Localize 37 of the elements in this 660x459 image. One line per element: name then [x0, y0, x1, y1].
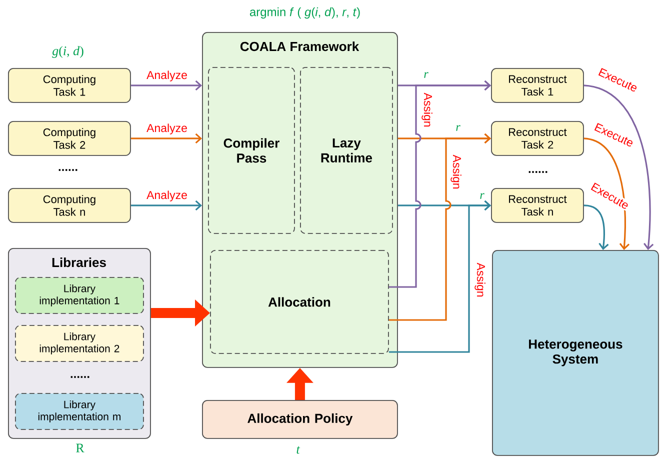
- library-box: Library implementation m: [15, 393, 144, 430]
- edge-label: r: [422, 71, 430, 79]
- edge-label: Analyze: [146, 190, 188, 202]
- edge-label: r: [454, 124, 462, 132]
- arrow: [584, 204, 609, 250]
- task-box: Computing Task 1: [8, 68, 131, 103]
- edge-label: Analyze: [146, 70, 188, 82]
- module-box: Compiler Pass: [208, 67, 295, 234]
- edge-label: Assign: [474, 262, 486, 298]
- edge-label: Assign: [450, 154, 462, 190]
- module-box: Allocation: [210, 250, 389, 354]
- ellipsis: ......: [58, 169, 78, 171]
- task-box: Computing Task 2: [8, 121, 131, 156]
- arrow: [130, 80, 202, 91]
- arrow: [388, 80, 491, 288]
- task-box: Reconstruct Task n: [491, 188, 584, 223]
- edge-label: Assign: [420, 92, 434, 128]
- library-box: Library implementation 1: [15, 277, 144, 314]
- edge-label: r: [478, 192, 486, 200]
- module-box: Lazy Runtime: [300, 67, 393, 234]
- arrow: [584, 138, 630, 250]
- task-box: Reconstruct Task 2: [491, 121, 584, 156]
- task-box: Computing Task n: [8, 188, 131, 223]
- arrow: [130, 133, 202, 144]
- edge-label: Analyze: [146, 122, 188, 136]
- ellipsis: ......: [528, 171, 548, 173]
- system-box: Heterogeneous System: [492, 250, 659, 456]
- arrow: [584, 84, 654, 250]
- task-box: Reconstruct Task 1: [491, 68, 584, 103]
- arrow: [130, 200, 202, 211]
- formula-label: argmin f ( g(i, d), r, t): [250, 7, 360, 19]
- symbol-label: R: [76, 444, 84, 452]
- library-box: Library implementation 2: [15, 325, 144, 362]
- ellipsis: ......: [70, 376, 90, 378]
- arrow: [388, 133, 491, 321]
- policy-box: Allocation Policy: [202, 400, 398, 439]
- arrow: [388, 200, 491, 353]
